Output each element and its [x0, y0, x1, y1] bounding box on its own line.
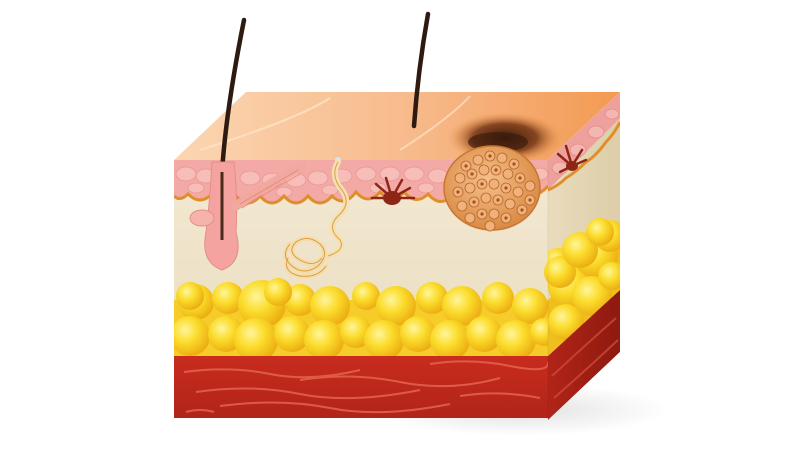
sweat-gland-coil-outline: [285, 238, 327, 277]
skin-surface-crease: [399, 95, 471, 151]
arrector-pili-muscle: [231, 161, 307, 211]
muscle-fibers: [183, 360, 548, 414]
melanocyte-body: [566, 161, 578, 171]
fat-top-globules: [176, 218, 614, 310]
melanoma-tumor-nuclei: [456, 154, 532, 220]
arrector-pili-muscle-striations: [239, 169, 301, 209]
melanocyte-body: [383, 191, 401, 205]
skin-surface-crease: [199, 97, 331, 151]
side-epidermis-cells: [551, 108, 620, 175]
sweat-duct-outline: [327, 161, 347, 257]
hair-shaft: [411, 11, 431, 129]
side-basal-layer: [548, 121, 620, 192]
fat-globules: [174, 280, 548, 362]
muscle-layer: [174, 356, 548, 418]
hair-shaft: [219, 17, 247, 175]
sebaceous-gland: [189, 209, 215, 227]
melanoma-tumor-cells: [452, 150, 536, 232]
